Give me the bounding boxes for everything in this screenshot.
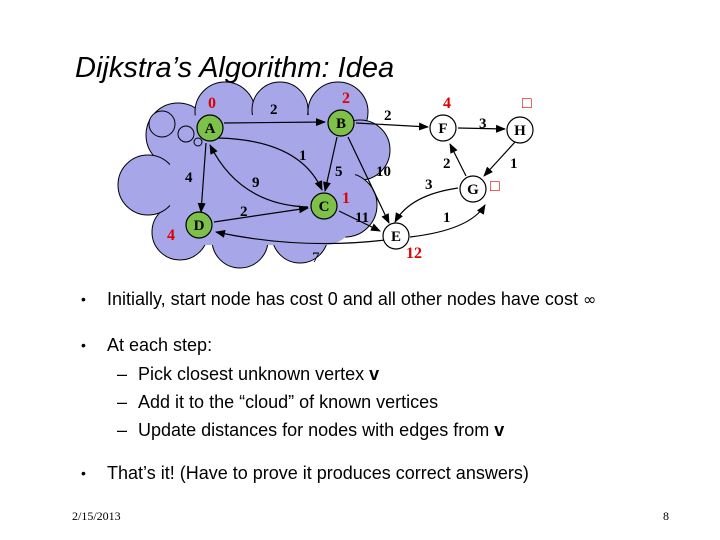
slide-title: Dijkstra’s Algorithm: Idea bbox=[75, 52, 395, 84]
node-B bbox=[327, 109, 355, 137]
cost-H: □ bbox=[522, 95, 532, 112]
edge-A-B bbox=[223, 118, 326, 127]
bullet-marker: • bbox=[81, 337, 86, 353]
vertex-v: v bbox=[494, 420, 505, 440]
edge-B-C bbox=[323, 136, 338, 192]
sub-bullet-add: – Add it to the “cloud” of known vertice… bbox=[117, 392, 438, 413]
dash-marker: – bbox=[117, 392, 128, 412]
edge-A-C bbox=[217, 137, 323, 191]
weight-B-C: 5 bbox=[335, 164, 343, 180]
page-number: 8 bbox=[663, 509, 669, 523]
edge-E-D bbox=[215, 229, 386, 245]
node-F-label: F bbox=[438, 121, 447, 137]
node-C-label: C bbox=[319, 199, 330, 215]
vertex-v: v bbox=[369, 364, 380, 384]
weight-G-F: 2 bbox=[443, 156, 451, 172]
edge-C-A bbox=[209, 144, 309, 208]
weight-H-G: 1 bbox=[510, 156, 518, 172]
weight-D-C: 2 bbox=[240, 204, 248, 220]
cost-D: 4 bbox=[167, 227, 175, 244]
node-H bbox=[506, 116, 534, 144]
edge-H-G bbox=[483, 141, 516, 177]
cost-E: 12 bbox=[406, 245, 422, 262]
node-G bbox=[459, 175, 487, 203]
node-D-label: D bbox=[194, 218, 205, 234]
weight-B-F: 2 bbox=[384, 108, 392, 124]
node-H-label: H bbox=[514, 123, 526, 139]
weight-E-G: 1 bbox=[443, 210, 451, 226]
node-E bbox=[382, 222, 410, 250]
bullet-marker: • bbox=[81, 465, 86, 481]
cost-C: 1 bbox=[342, 190, 350, 207]
weight-A-B: 2 bbox=[270, 102, 278, 118]
footer-date: 2/15/2013 bbox=[72, 509, 121, 523]
infinity-symbol: ∞ bbox=[582, 290, 597, 309]
dash-marker: – bbox=[117, 364, 128, 384]
weight-A-D: 4 bbox=[185, 170, 193, 186]
node-A-label: A bbox=[205, 121, 216, 137]
node-C bbox=[310, 192, 338, 220]
node-A bbox=[196, 114, 224, 142]
weight-C-E: 11 bbox=[355, 210, 369, 226]
cost-G: □ bbox=[490, 178, 500, 195]
edge-B-E bbox=[347, 136, 390, 224]
weight-C-A: 9 bbox=[252, 175, 260, 191]
weight-E-D: 7 bbox=[312, 250, 320, 266]
edge-F-H bbox=[457, 124, 506, 133]
sub-bullet-update-text: Update distances for nodes with edges fr… bbox=[138, 420, 490, 440]
cost-F: 4 bbox=[443, 95, 451, 112]
graph-diagram: A B C D E F H G 2 2 3 1 2 1 5 10 4 9 2 1… bbox=[117, 81, 534, 269]
dash-marker: – bbox=[117, 420, 128, 440]
sub-bullet-add-text: Add it to the “cloud” of known vertices bbox=[138, 392, 439, 412]
bullet-each-step: At each step: bbox=[107, 335, 213, 355]
edge-D-C bbox=[213, 205, 309, 223]
weight-B-E: 10 bbox=[376, 164, 391, 180]
edge-E-G bbox=[409, 204, 486, 238]
bullet-marker: • bbox=[81, 291, 86, 307]
weight-A-C: 1 bbox=[299, 148, 307, 164]
edge-G-F bbox=[449, 143, 467, 177]
node-F bbox=[429, 114, 457, 142]
weight-F-H: 3 bbox=[479, 116, 487, 132]
sub-bullet-pick: – Pick closest unknown vertex v bbox=[117, 364, 379, 385]
bullet-initial: Initially, start node has cost 0 and all… bbox=[107, 289, 596, 310]
edge-B-F bbox=[355, 122, 429, 131]
sub-bullet-pick-text: Pick closest unknown vertex bbox=[138, 364, 365, 384]
bullet-thats-it: That’s it! (Have to prove it produces co… bbox=[107, 463, 529, 483]
node-E-label: E bbox=[391, 229, 401, 245]
edge-A-D bbox=[197, 142, 207, 213]
node-D bbox=[185, 211, 213, 239]
cost-A: 0 bbox=[208, 95, 216, 112]
edge-C-E bbox=[338, 210, 381, 232]
bullet-initial-text: Initially, start node has cost 0 and all… bbox=[107, 289, 578, 309]
cost-B: 2 bbox=[342, 90, 350, 107]
edge-G-E bbox=[394, 187, 459, 223]
node-G-label: G bbox=[467, 182, 479, 198]
weight-G-E: 3 bbox=[425, 177, 433, 193]
sub-bullet-update: – Update distances for nodes with edges … bbox=[117, 420, 504, 441]
node-B-label: B bbox=[336, 116, 346, 132]
